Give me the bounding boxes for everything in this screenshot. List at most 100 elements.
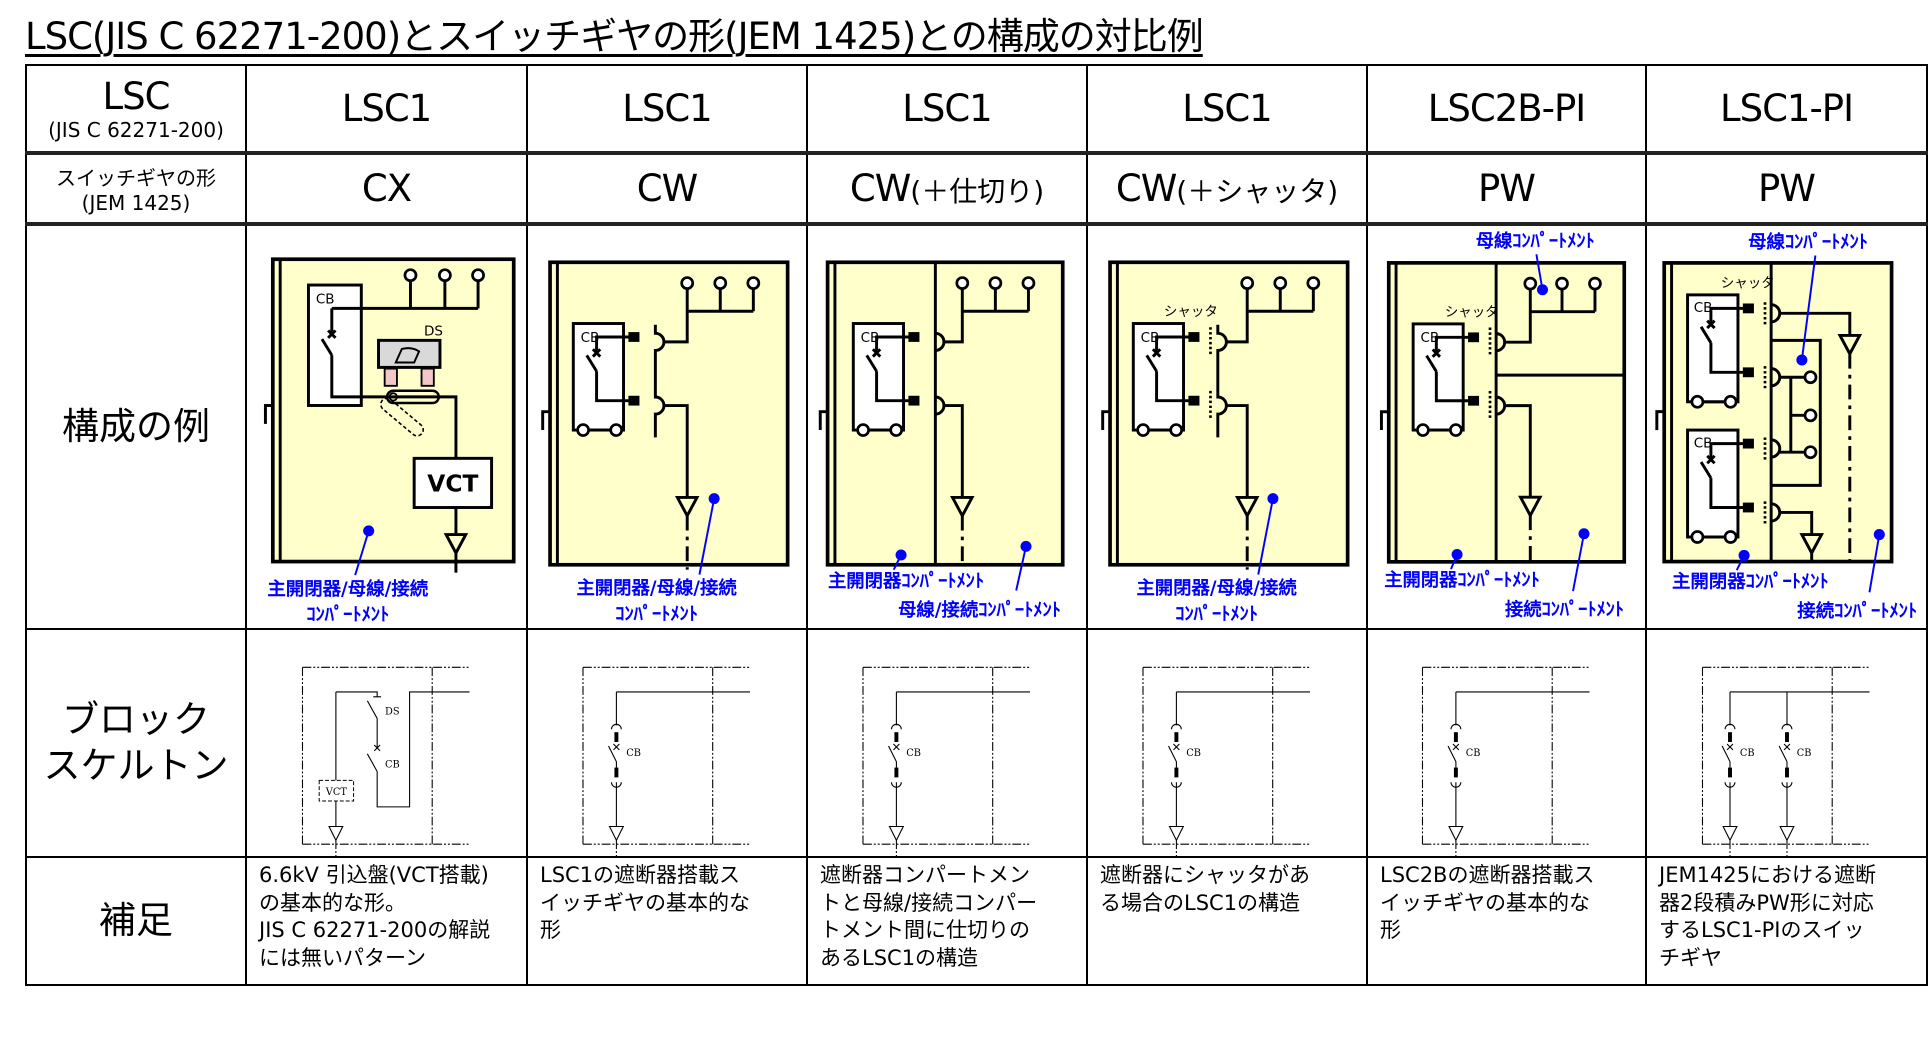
block-skeleton-diagram: CB — [1142, 666, 1311, 855]
vct-label: VCT — [427, 470, 478, 498]
remark-line: 6.6kV 引込盤(VCT搭載) — [259, 863, 489, 887]
cb-label: CB — [861, 330, 880, 346]
compartment-label: 主開閉器/母線/接続 — [576, 577, 737, 599]
compartment-label: 主開閉器ｺﾝﾊﾟｰﾄﾒﾝﾄ — [828, 570, 984, 592]
form-value: CW — [849, 167, 911, 210]
switchgear-diagram: CB CB シャッタ 母線ｺﾝﾊﾟｰﾄﾒﾝﾄ 主開閉器ｺﾝﾊﾟｰﾄﾒﾝﾄ 接続ｺ… — [1655, 231, 1917, 622]
form-value: CW — [636, 167, 698, 210]
remark-line: LSC2Bの遮断器搭載ス — [1380, 863, 1595, 887]
compartment-label: 母線/接続ｺﾝﾊﾟｰﾄﾒﾝﾄ — [898, 599, 1061, 621]
remark-line: イッチギヤの基本的な — [1380, 890, 1590, 915]
remark-line: あるLSC1の構造 — [820, 945, 979, 970]
lsc-header-cell: LSC (JIS C 62271-200) — [25, 64, 247, 155]
ds-label: DS — [424, 323, 443, 339]
lsc-value: LSC1-PI — [1645, 64, 1928, 155]
remark-line: の基本的な形。 — [259, 890, 406, 915]
shutter-label: シャッタ — [1721, 276, 1775, 292]
form-value: CW — [1115, 167, 1177, 210]
form-value-cell: PW — [1366, 152, 1647, 226]
cb-label: CB — [581, 330, 600, 346]
skeleton-cw: CB — [526, 628, 808, 858]
compartment-label: 主開閉器ｺﾝﾊﾟｰﾄﾒﾝﾄ — [1672, 570, 1829, 592]
form-value-cell: CW(＋シャッタ) — [1086, 152, 1368, 226]
remark-cell: LSC1の遮断器搭載ス イッチギヤの基本的な 形 — [526, 856, 808, 986]
skeleton-pw-lsc1-pi: CB CB — [1645, 628, 1928, 858]
diagram-cw-shutter: CB シャッタ 主開閉器/母線/接続 ｺﾝﾊﾟｰﾄﾒﾝﾄ — [1086, 223, 1368, 630]
skeleton-row: ブロック スケルトン VCT DS CB CB — [25, 628, 1928, 858]
lsc-value: LSC2B-PI — [1366, 64, 1647, 155]
form-value: CX — [361, 167, 412, 210]
block-skeleton-diagram: CB — [862, 666, 1031, 855]
remark-cell: LSC2Bの遮断器搭載ス イッチギヤの基本的な 形 — [1366, 856, 1647, 986]
shutter-label: シャッタ — [1164, 304, 1218, 320]
row-label-skeleton-line: ブロック — [62, 698, 210, 741]
row-label-remarks: 補足 — [25, 856, 247, 986]
switchgear-diagram: CB 主開閉器ｺﾝﾊﾟｰﾄﾒﾝﾄ 母線/接続ｺﾝﾊﾟｰﾄﾒﾝﾄ — [818, 260, 1065, 621]
switchgear-diagram: CB 主開閉器/母線/接続 ｺﾝﾊﾟｰﾄﾒﾝﾄ — [541, 260, 790, 625]
lsc-value: LSC1 — [245, 64, 528, 155]
form-value: PW — [1758, 167, 1816, 210]
remark-line: トと母線/接続コンパー — [820, 890, 1038, 915]
form-suffix: (＋仕切り) — [910, 175, 1045, 208]
switchgear-diagram: CB シャッタ 母線ｺﾝﾊﾟｰﾄﾒﾝﾄ 主開閉器ｺﾝﾊﾟｰﾄﾒﾝﾄ 接続ｺﾝﾊﾟ… — [1379, 230, 1627, 621]
lsc-label: LSC — [102, 75, 171, 118]
compartment-label: ｺﾝﾊﾟｰﾄﾒﾝﾄ — [615, 603, 698, 625]
shutter-label: シャッタ — [1445, 305, 1499, 321]
cb-label: CB — [1141, 330, 1160, 346]
row-label-skeleton: ブロック スケルトン — [25, 628, 247, 858]
remark-cell: 遮断器コンパートメン トと母線/接続コンパー トメント間に仕切りの あるLSC1… — [806, 856, 1088, 986]
diagram-cw: CB 主開閉器/母線/接続 ｺﾝﾊﾟｰﾄﾒﾝﾄ — [526, 223, 808, 630]
diagram-pw-lsc2b: CB シャッタ 母線ｺﾝﾊﾟｰﾄﾒﾝﾄ 主開閉器ｺﾝﾊﾟｰﾄﾒﾝﾄ 接続ｺﾝﾊﾟ… — [1366, 223, 1647, 630]
remark-line: 形 — [1380, 918, 1401, 942]
form-value-cell: PW — [1645, 152, 1928, 226]
remark-line: トメント間に仕切りの — [820, 918, 1030, 942]
cb-label: CB — [626, 748, 641, 759]
lsc-sub-label: (JIS C 62271-200) — [48, 118, 224, 142]
remark-line: には無いパターン — [259, 945, 426, 970]
diagram-cw-partition: CB 主開閉器ｺﾝﾊﾟｰﾄﾒﾝﾄ 母線/接続ｺﾝﾊﾟｰﾄﾒﾝﾄ — [806, 223, 1088, 630]
compartment-label: 主開閉器ｺﾝﾊﾟｰﾄﾒﾝﾄ — [1384, 569, 1540, 591]
remark-line: するLSC1-PIのスイッ — [1659, 918, 1865, 942]
switchgear-diagram: CB シャッタ 主開閉器/母線/接続 ｺﾝﾊﾟｰﾄﾒﾝﾄ — [1101, 260, 1350, 625]
block-skeleton-diagram: VCT DS CB — [301, 666, 470, 855]
comparison-table: LSC (JIS C 62271-200) LSC1 LSC1 LSC1 LSC… — [25, 64, 1928, 986]
cb-label: CB — [1694, 435, 1713, 451]
form-value-cell: CX — [245, 152, 528, 226]
compartment-label: 主開閉器/母線/接続 — [1136, 577, 1297, 599]
form-sub-label: (JEM 1425) — [81, 191, 191, 215]
remark-line: 器2段積みPW形に対応 — [1659, 890, 1874, 915]
lsc-value: LSC1 — [806, 64, 1088, 155]
page-title: LSC(JIS C 62271-200)とスイッチギヤの形(JEM 1425)と… — [25, 15, 1204, 58]
vct-label: VCT — [325, 787, 348, 798]
cb-label: CB — [906, 748, 921, 759]
compartment-label: 母線ｺﾝﾊﾟｰﾄﾒﾝﾄ — [1748, 231, 1868, 253]
diagram-cx: CB DS VCT 主開閉器/母線/接続 ｺﾝﾊﾟｰﾄﾒﾝﾄ — [245, 223, 528, 630]
compartment-label: 母線ｺﾝﾊﾟｰﾄﾒﾝﾄ — [1476, 230, 1595, 252]
form-value-cell: CW(＋仕切り) — [806, 152, 1088, 226]
cb-label: CB — [1186, 748, 1201, 759]
cb-label: CB — [1694, 300, 1713, 316]
remark-line: 遮断器にシャッタがあ — [1100, 863, 1310, 887]
row-label-skeleton-line: スケルトン — [43, 744, 229, 787]
lsc-row: LSC (JIS C 62271-200) LSC1 LSC1 LSC1 LSC… — [25, 64, 1928, 155]
remark-line: JEM1425における遮断 — [1659, 863, 1877, 887]
form-value-cell: CW — [526, 152, 808, 226]
remark-cell: 6.6kV 引込盤(VCT搭載) の基本的な形。 JIS C 62271-200… — [245, 856, 528, 986]
cb-label: CB — [1466, 748, 1481, 759]
skeleton-cw-shutter: CB — [1086, 628, 1368, 858]
example-row: 構成の例 CB DS VCT — [25, 223, 1928, 630]
remark-line: LSC1の遮断器搭載ス — [540, 863, 741, 887]
remark-line: 遮断器コンパートメン — [820, 863, 1030, 887]
row-label-example: 構成の例 — [25, 223, 247, 630]
remark-line: イッチギヤの基本的な — [540, 890, 750, 915]
remark-cell: 遮断器にシャッタがあ る場合のLSC1の構造 — [1086, 856, 1368, 986]
block-skeleton-diagram: CB — [1421, 666, 1590, 855]
remark-line: チギヤ — [1659, 945, 1722, 970]
remark-cell: JEM1425における遮断 器2段積みPW形に対応 するLSC1-PIのスイッ … — [1645, 856, 1928, 986]
compartment-label: ｺﾝﾊﾟｰﾄﾒﾝﾄ — [306, 604, 389, 626]
skeleton-cx: VCT DS CB — [245, 628, 528, 858]
cb-label: CB — [1740, 748, 1755, 759]
lsc-value: LSC1 — [1086, 64, 1368, 155]
compartment-label: 接続ｺﾝﾊﾟｰﾄﾒﾝﾄ — [1797, 600, 1917, 622]
form-suffix: (＋シャッタ) — [1176, 175, 1339, 208]
